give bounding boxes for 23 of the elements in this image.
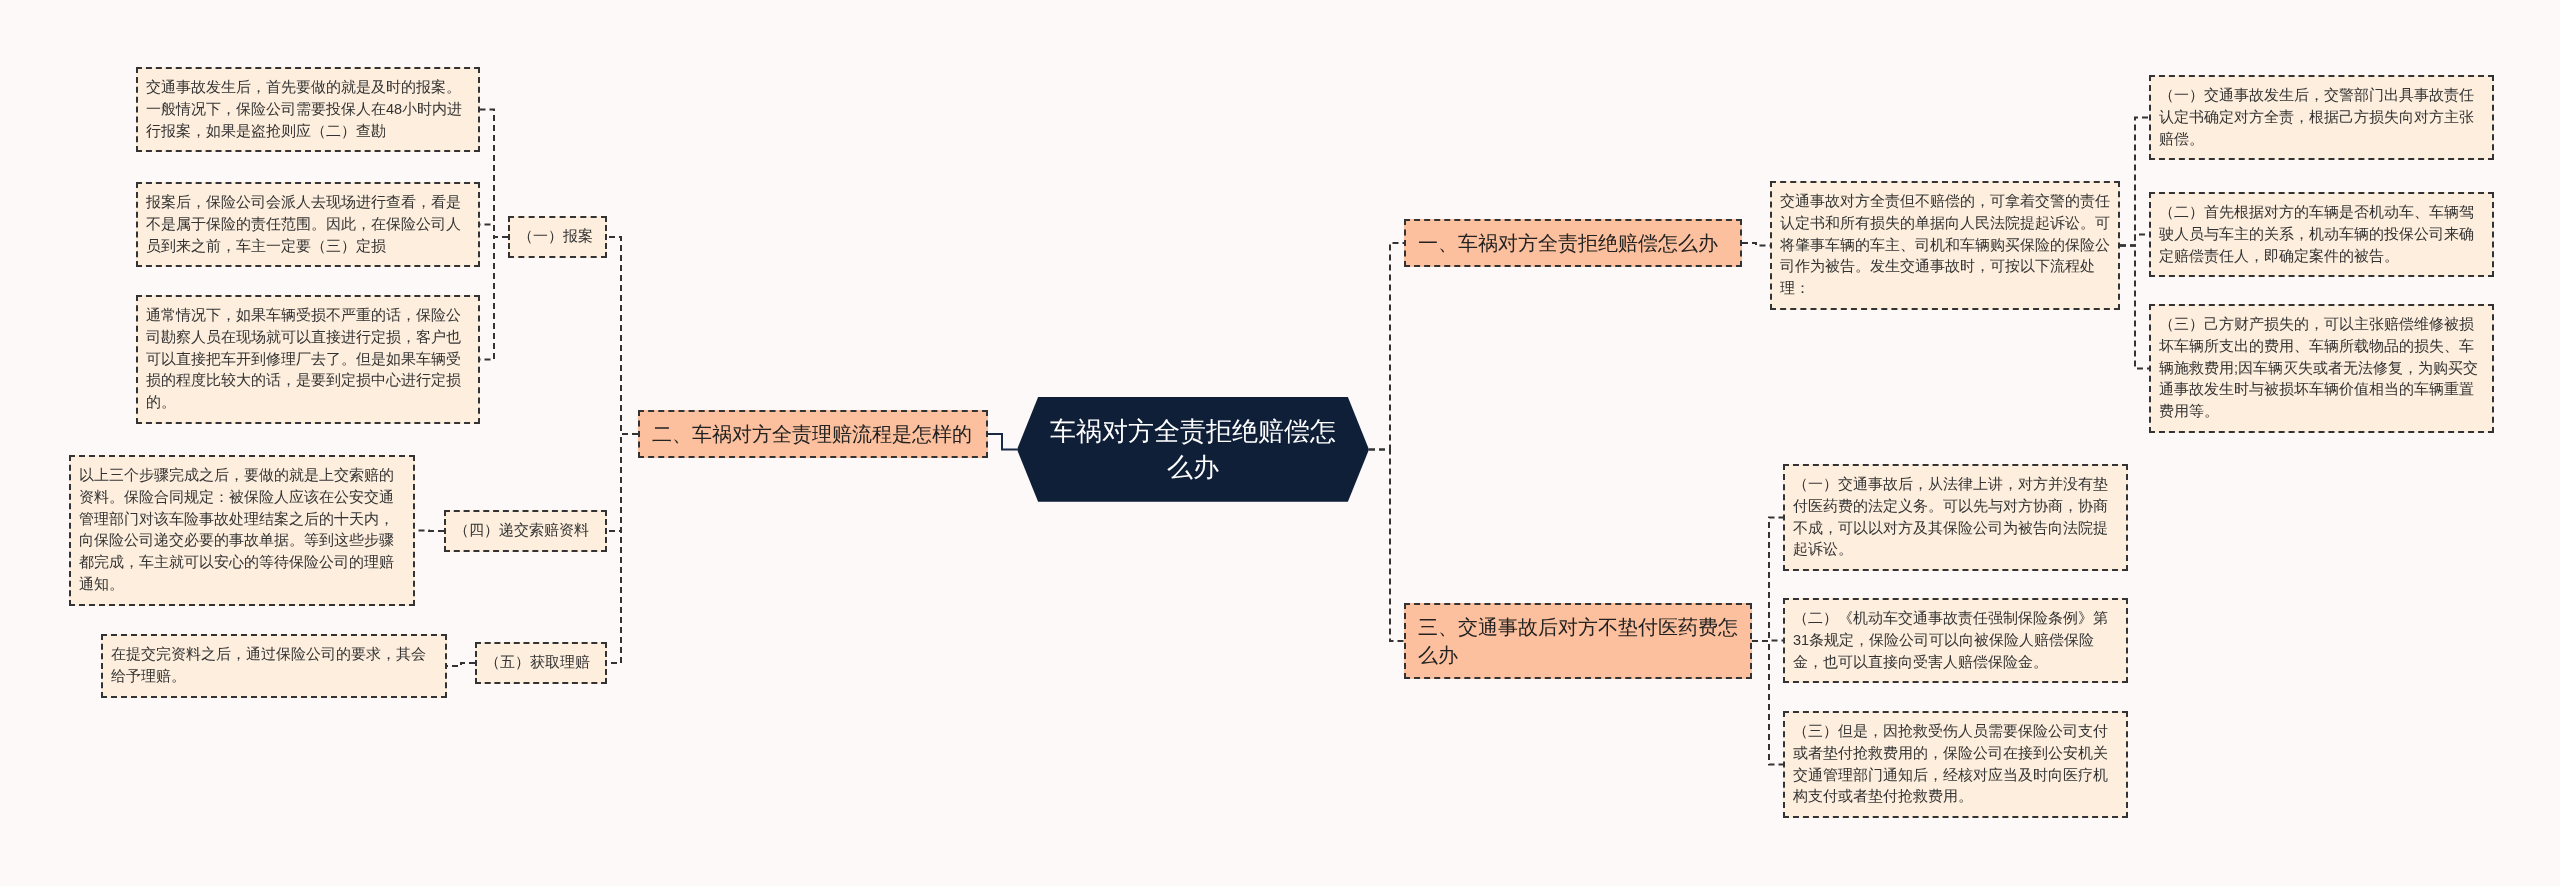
topic-hexagon: 车祸对方全责拒绝赔偿怎么办 bbox=[1017, 397, 1369, 502]
branch-box: 三、交通事故后对方不垫付医药费怎么办 bbox=[1404, 603, 1752, 679]
connector-line bbox=[987, 433, 1018, 451]
leaf-box: 在提交完资料之后，通过保险公司的要求，其会给予理赔。 bbox=[101, 634, 447, 698]
leaf-box: （三）但是，因抢救受伤人员需要保险公司支付或者垫付抢救费用的，保险公司在接到公安机关交通管理部门通知后，经核对应当及时向医疗机构支付或者垫付抢救费用。 bbox=[1783, 711, 2128, 818]
leaf-box: （一）交通事故后，从法律上讲，对方并没有垫付医药费的法定义务。可以先与对方协商，协商不成，可以以对方及其保险公司为被告向法院提起诉讼。 bbox=[1783, 464, 2128, 571]
leaf-box: （二）《机动车交通事故责任强制保险条例》第31条规定，保险公司可以向被保险人赔偿保险金，也可以直接向受害人赔偿保险金。 bbox=[1783, 598, 2128, 684]
leaf-box: （四）递交索赔资料 bbox=[444, 510, 607, 552]
leaf-box: （五）获取理赔 bbox=[475, 642, 607, 684]
leaf-box: （二）首先根据对方的车辆是否机动车、车辆驾驶人员与车主的关系，机动车辆的投保公司来确定赔偿责任人，即确定案件的被告。 bbox=[2149, 192, 2494, 278]
leaf-box: （三）己方财产损失的，可以主张赔偿维修被损坏车辆所支出的费用、车辆所载物品的损失、车辆施救费用;因车辆灭失或者无法修复，为购买交通事故发生时与被损坏车辆价值相当的车辆重置费用等。 bbox=[2149, 304, 2494, 433]
leaf-box: 报案后，保险公司会派人去现场进行查看，看是不是属于保险的责任范围。因此，在保险公司人员到来之前，车主一定要（三）定损 bbox=[136, 182, 480, 268]
leaf-box: 交通事故发生后，首先要做的就是及时的报案。一般情况下，保险公司需要投保人在48小时内进行报案，如果是盗抢则应（二）查勘 bbox=[136, 67, 480, 153]
branch-box: 一、车祸对方全责拒绝赔偿怎么办 bbox=[1404, 219, 1742, 267]
leaf-box: 交通事故对方全责但不赔偿的，可拿着交警的责任认定书和所有损失的单据向人民法院提起诉讼。可将肇事车辆的车主、司机和车辆购买保险的保险公司作为被告。发生交通事故时，可按以下流程处理： bbox=[1770, 181, 2120, 310]
connector-line bbox=[1751, 640, 1784, 766]
leaf-box: （一）交通事故发生后，交警部门出具事故责任认定书确定对方全责，根据己方损失向对方主张赔偿。 bbox=[2149, 75, 2494, 161]
connector-line bbox=[1368, 448, 1405, 642]
leaf-box: 通常情况下，如果车辆受损不严重的话，保险公司勘察人员在现场就可以直接进行定损，客户也可以直接把车开到修理厂去了。但是如果车辆受损的程度比较大的话，是要到定损中心进行定损的。 bbox=[136, 295, 480, 424]
branch-box: 二、车祸对方全责理赔流程是怎样的 bbox=[638, 410, 988, 458]
connector-line bbox=[2119, 244, 2150, 370]
leaf-box: （一）报案 bbox=[508, 216, 607, 258]
leaf-box: 以上三个步骤完成之后，要做的就是上交索赔的资料。保险合同规定：被保险人应该在公安交通管理部门对该车险事故处理结案之后的十天内，向保险公司递交必要的事故单据。等到这些步骤都完成，车主就可以安心的等待保险公司的理赔通知。 bbox=[69, 455, 415, 606]
